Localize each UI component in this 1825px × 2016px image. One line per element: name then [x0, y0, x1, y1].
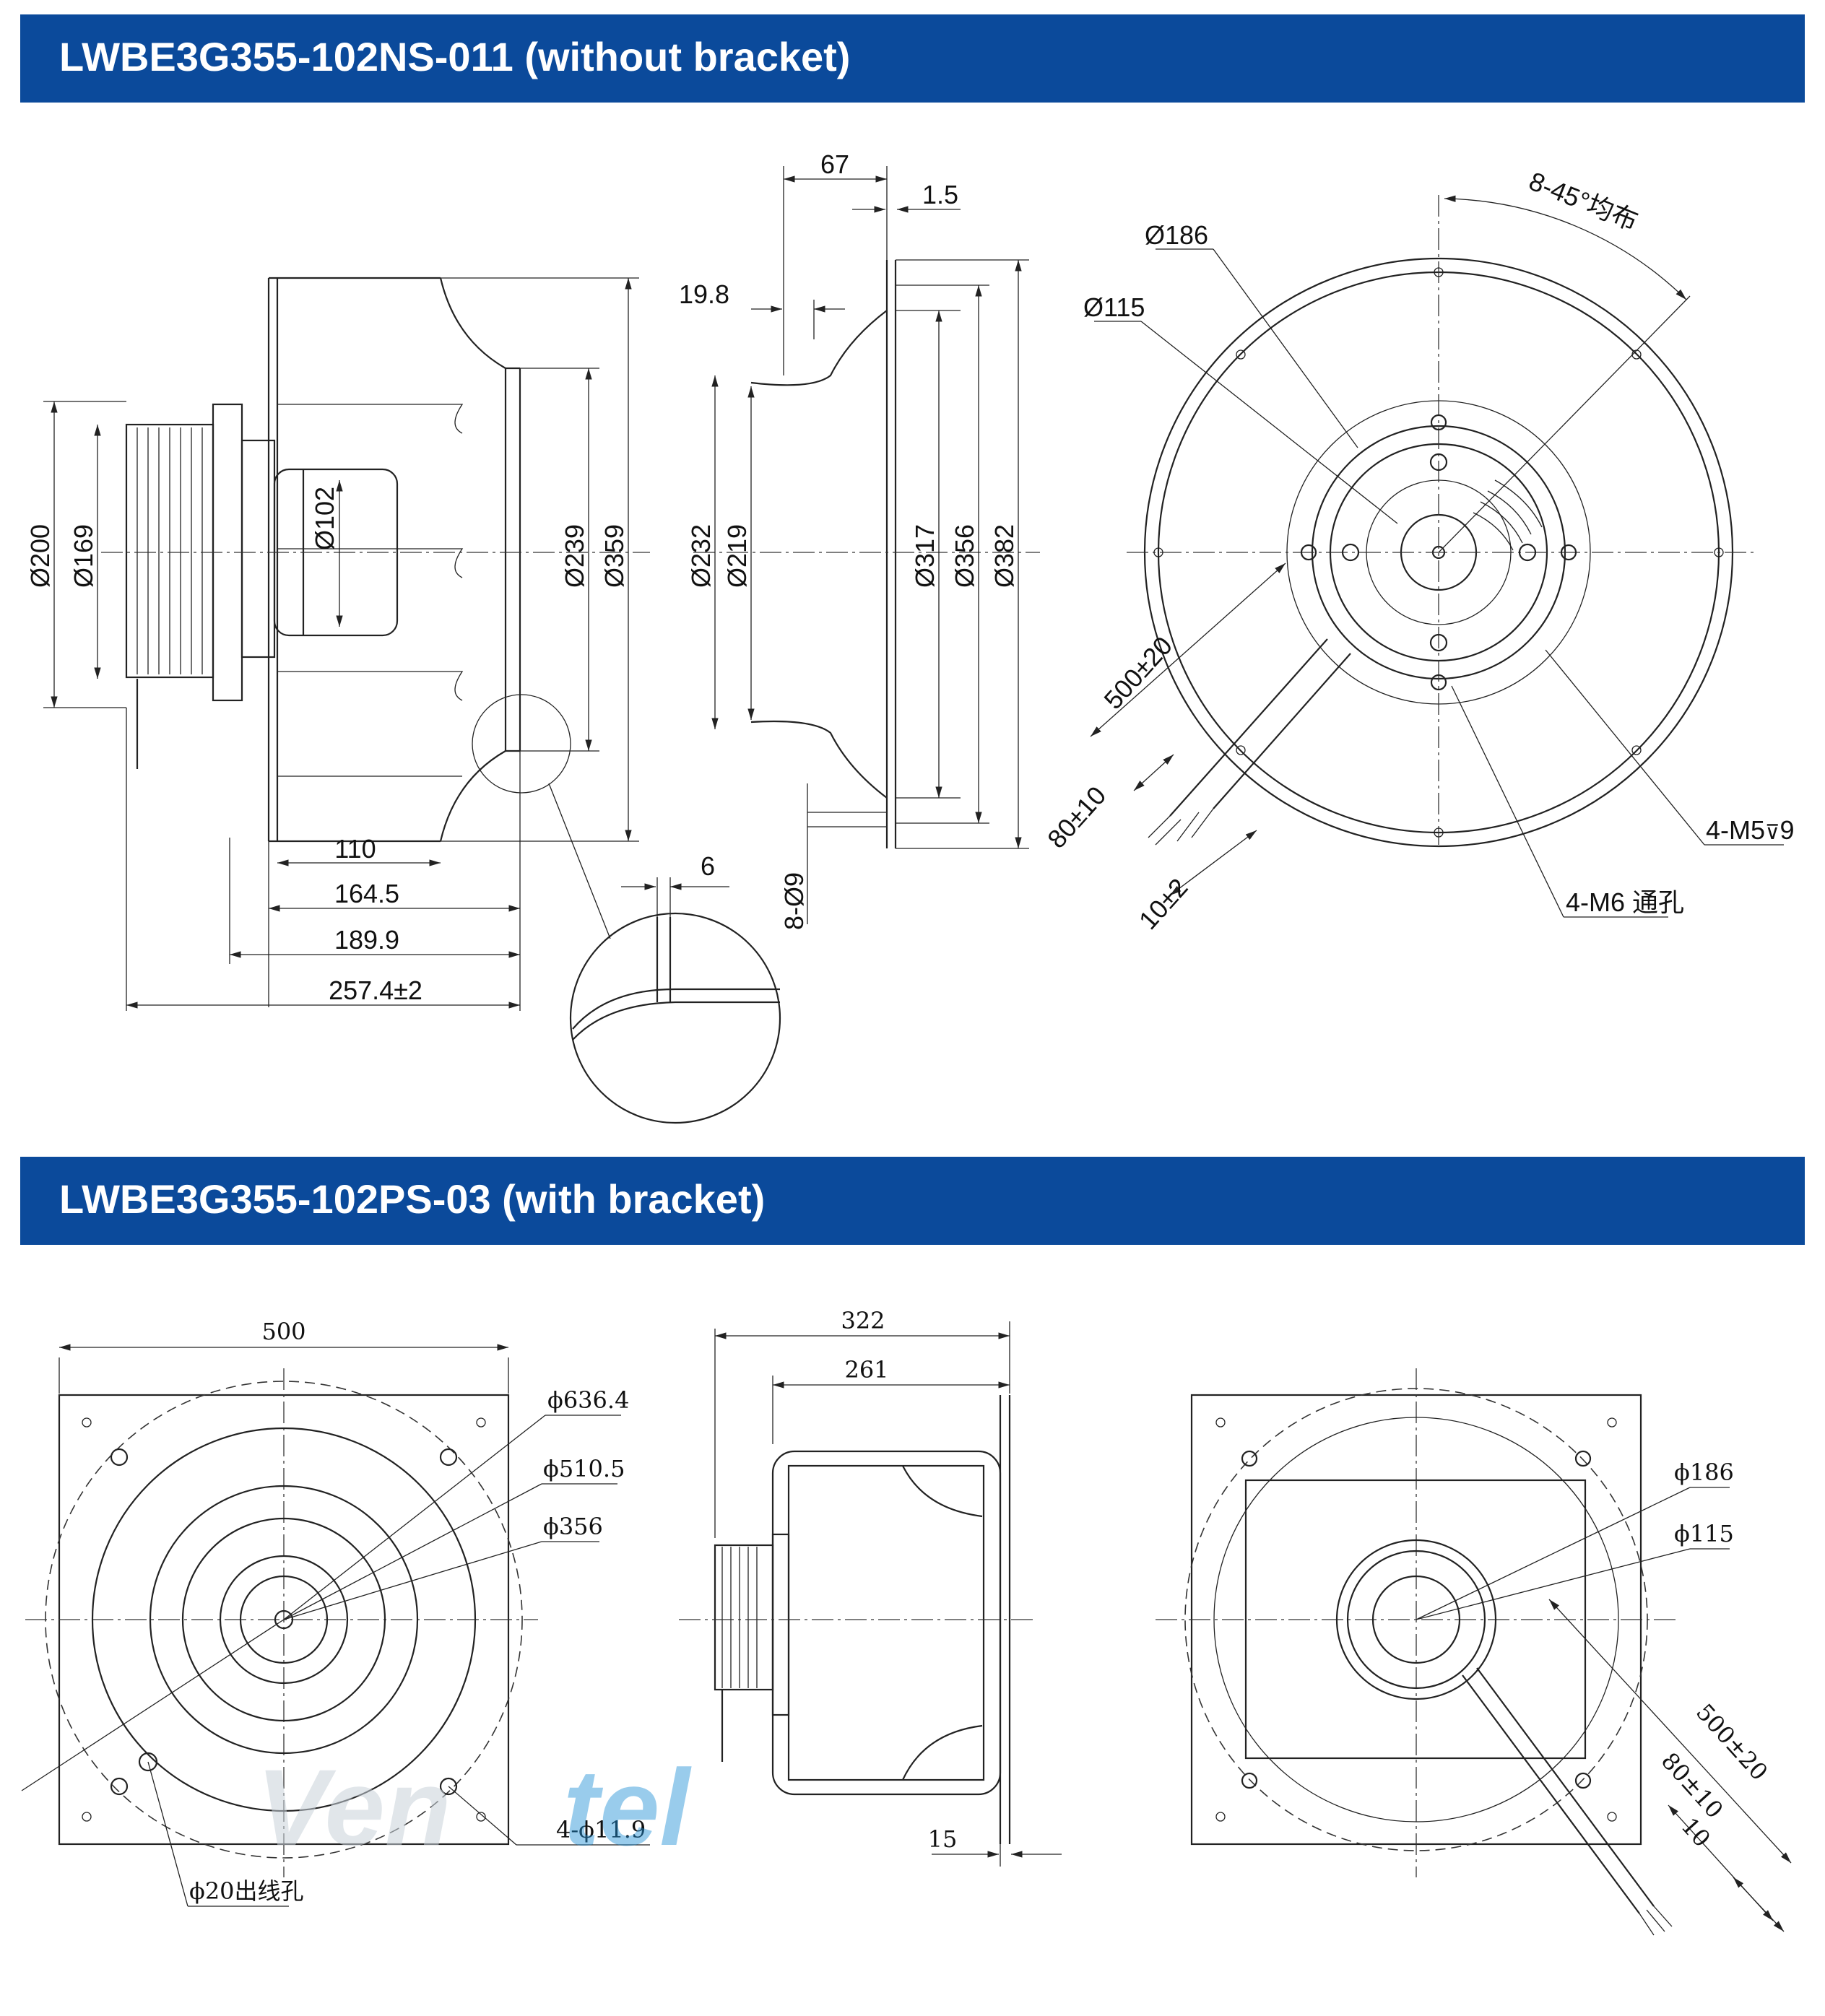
svg-text:tel: tel: [563, 1747, 692, 1868]
dim-d169: Ø169: [69, 524, 98, 588]
dim-15: 15: [928, 1825, 958, 1853]
dim-d186: Ø186: [1145, 220, 1208, 250]
dim-d186-bracket: ϕ186: [1674, 1459, 1734, 1486]
dim-d232: Ø232: [686, 524, 716, 588]
dim-d115: Ø115: [1083, 292, 1145, 322]
banner-title: LWBE3G355-102NS-011 (without bracket): [59, 34, 851, 79]
dim-angle: 8-45°均布: [1525, 166, 1642, 236]
dim-d382: Ø382: [989, 524, 1019, 588]
dim-d359: Ø359: [599, 524, 629, 588]
top-side-view: Ø200 Ø169 Ø102 Ø239 Ø359 110 164.5 189.9…: [25, 277, 781, 1124]
dim-d636: ϕ636.4: [547, 1386, 629, 1414]
dim-cable-length: 500±20: [1098, 630, 1178, 715]
dim-end: 10±2: [1133, 872, 1194, 935]
bottom-side-view: 322 261 15: [679, 1307, 1062, 1867]
dim-d317: Ø317: [910, 524, 940, 588]
dim-cable-bracket: 500±20: [1691, 1698, 1773, 1786]
dim-strip-bracket: 80±10: [1656, 1747, 1729, 1824]
ventel-watermark-logo: Ven tel: [256, 1747, 692, 1868]
dim-8-holes: 8-Ø9: [779, 872, 809, 930]
dim-outlet-hole: ϕ20出线孔: [189, 1877, 304, 1905]
dim-164-5: 164.5: [334, 879, 399, 908]
dim-d115-bracket: ϕ115: [1674, 1520, 1734, 1547]
dim-d356: Ø356: [950, 524, 979, 588]
svg-text:Ven: Ven: [256, 1747, 451, 1868]
dim-d239: Ø239: [560, 524, 589, 588]
dim-d219: Ø219: [722, 524, 752, 588]
dim-m6: 4-M6 通孔: [1566, 887, 1684, 917]
bottom-front-view: 500 ϕ636.4 ϕ510.5 ϕ356 4-ϕ11.9 ϕ20出线孔: [21, 1318, 650, 1907]
banner-title: LWBE3G355-102PS-03 (with bracket): [59, 1176, 766, 1222]
dim-500: 500: [261, 1318, 305, 1345]
dim-322: 322: [841, 1307, 885, 1334]
dim-strip: 80±10: [1041, 781, 1111, 854]
bottom-rear-view: ϕ186 ϕ115 500±20 80±10 10: [1156, 1368, 1792, 1936]
title-banner-with-bracket: LWBE3G355-102PS-03 (with bracket): [20, 1157, 1805, 1245]
dim-67: 67: [820, 149, 849, 179]
dim-261: 261: [844, 1356, 888, 1383]
dim-d356: ϕ356: [543, 1513, 603, 1540]
dim-110: 110: [334, 834, 376, 864]
dim-d510: ϕ510.5: [543, 1455, 625, 1482]
dim-189-9: 189.9: [334, 925, 399, 955]
dim-m5: 4-M5⊽9: [1706, 815, 1795, 845]
dim-1-5: 1.5: [922, 180, 958, 209]
dim-d200: Ø200: [25, 524, 55, 588]
dim-d102: Ø102: [310, 487, 339, 550]
dim-257-4: 257.4±2: [329, 976, 422, 1005]
title-banner-without-bracket: LWBE3G355-102NS-011 (without bracket): [20, 14, 1805, 103]
top-front-view: 8-45°均布 Ø186 Ø115 500±20 80±10 10±2 4-M5…: [1041, 166, 1794, 935]
top-section-view: 67 1.5 19.8 Ø232 Ø219 Ø317 Ø356 Ø382 8-Ø…: [679, 149, 1040, 930]
dim-4-holes: 4-ϕ11.9: [556, 1816, 646, 1843]
dim-6: 6: [701, 851, 715, 881]
dim-19-8: 19.8: [679, 279, 729, 309]
